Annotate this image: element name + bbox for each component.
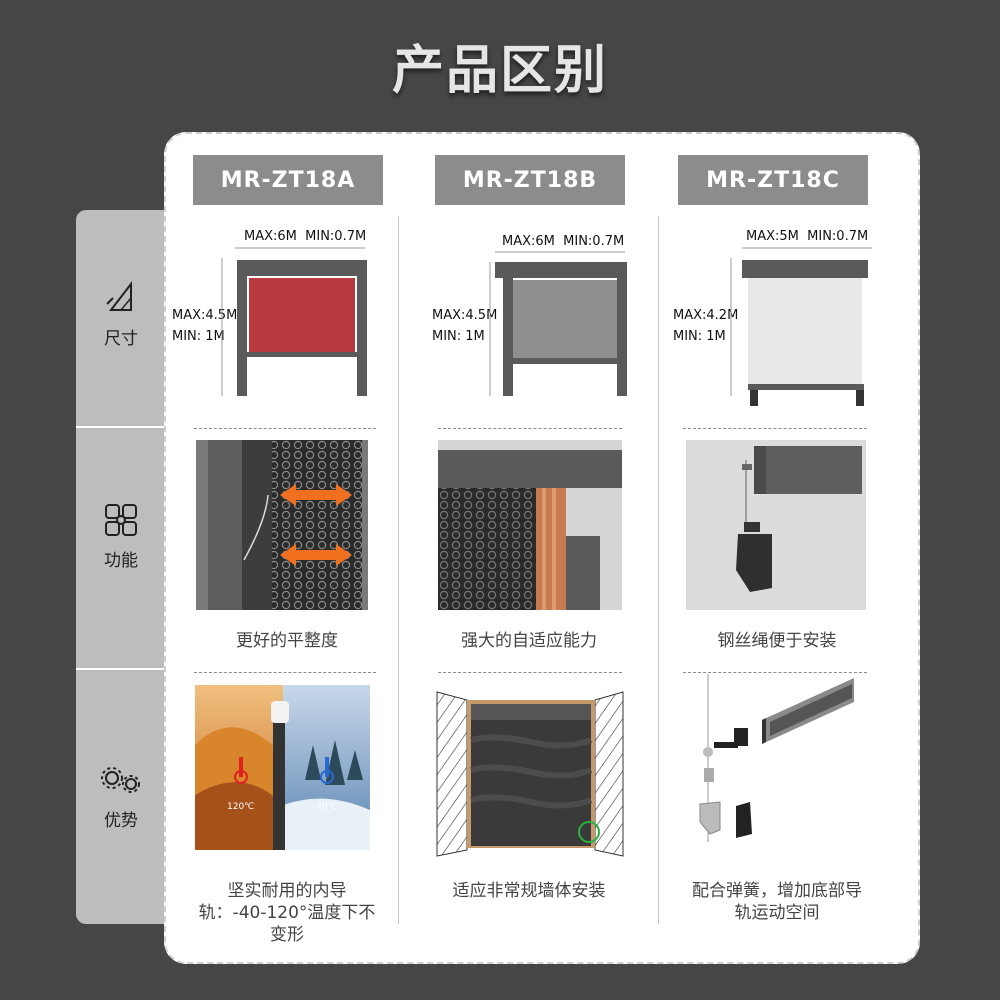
min-width: MIN:0.7M [305, 229, 367, 244]
screen-diagram-b [489, 251, 627, 396]
min-height: MIN: 1M [673, 329, 726, 344]
function-caption-a: 更好的平整度 [236, 631, 338, 651]
row-divider [438, 672, 622, 673]
sidebar-divider [76, 668, 166, 670]
screen-fabric [513, 280, 617, 360]
min-width: MIN:0.7M [807, 229, 869, 244]
sidebar-item-size: 尺寸 [76, 280, 166, 349]
max-width: MAX:6M [244, 229, 297, 244]
advantage-caption-b: 适应非常规墙体安装 [452, 881, 606, 901]
function-image-c [686, 440, 866, 610]
page-title: 产品区别 [391, 41, 608, 101]
advantage-caption-a: 坚实耐用的内导轨：-40-120°温度下不变形 [198, 881, 376, 945]
ruler-triangle-icon [106, 281, 132, 311]
column-divider [398, 216, 399, 924]
screen-fabric [249, 278, 355, 354]
min-height: MIN: 1M [172, 329, 225, 344]
screen-fabric [748, 278, 862, 386]
hot-temperature-label: 120℃ [227, 802, 254, 812]
row-divider [194, 672, 376, 673]
function-caption-c: 钢丝绳便于安装 [717, 631, 837, 651]
max-height: MAX:4.5M [432, 308, 498, 323]
row-divider [683, 672, 867, 673]
function-image-b [438, 440, 622, 610]
row-divider [194, 428, 376, 429]
function-caption-b: 强大的自适应能力 [461, 631, 597, 651]
screen-diagram-a [221, 247, 367, 396]
function-image-a [196, 440, 368, 610]
max-width: MAX:5M [746, 229, 799, 244]
screen-diagram-c [730, 247, 872, 406]
row-divider [683, 428, 867, 429]
column-divider [658, 216, 659, 924]
model-header-a: MR-ZT18A [193, 155, 383, 205]
sidebar-item-label: 功能 [104, 551, 138, 571]
sidebar-divider [76, 426, 166, 428]
advantage-caption-c: 配合弹簧，增加底部导轨运动空间 [692, 881, 862, 923]
advantage-image-c [686, 672, 866, 848]
max-width: MAX:6M [502, 234, 555, 249]
model-header-b: MR-ZT18B [435, 155, 625, 205]
min-height: MIN: 1M [432, 329, 485, 344]
advantage-image-b [435, 690, 625, 858]
min-width: MIN:0.7M [563, 234, 625, 249]
four-squares-icon [105, 504, 137, 536]
gears-icon [101, 767, 140, 793]
sidebar-item-advantage: 优势 [76, 762, 166, 831]
max-height: MAX:4.2M [673, 308, 739, 323]
row-divider [438, 428, 622, 429]
sidebar-item-function: 功能 [76, 502, 166, 571]
model-header-c: MR-ZT18C [678, 155, 868, 205]
sidebar-item-label: 尺寸 [104, 329, 138, 349]
max-height: MAX:4.5M [172, 308, 238, 323]
cold-temperature-label: -40℃ [313, 802, 338, 812]
sidebar-item-label: 优势 [104, 811, 138, 831]
advantage-image-a: 120℃ -40℃ [195, 685, 370, 850]
